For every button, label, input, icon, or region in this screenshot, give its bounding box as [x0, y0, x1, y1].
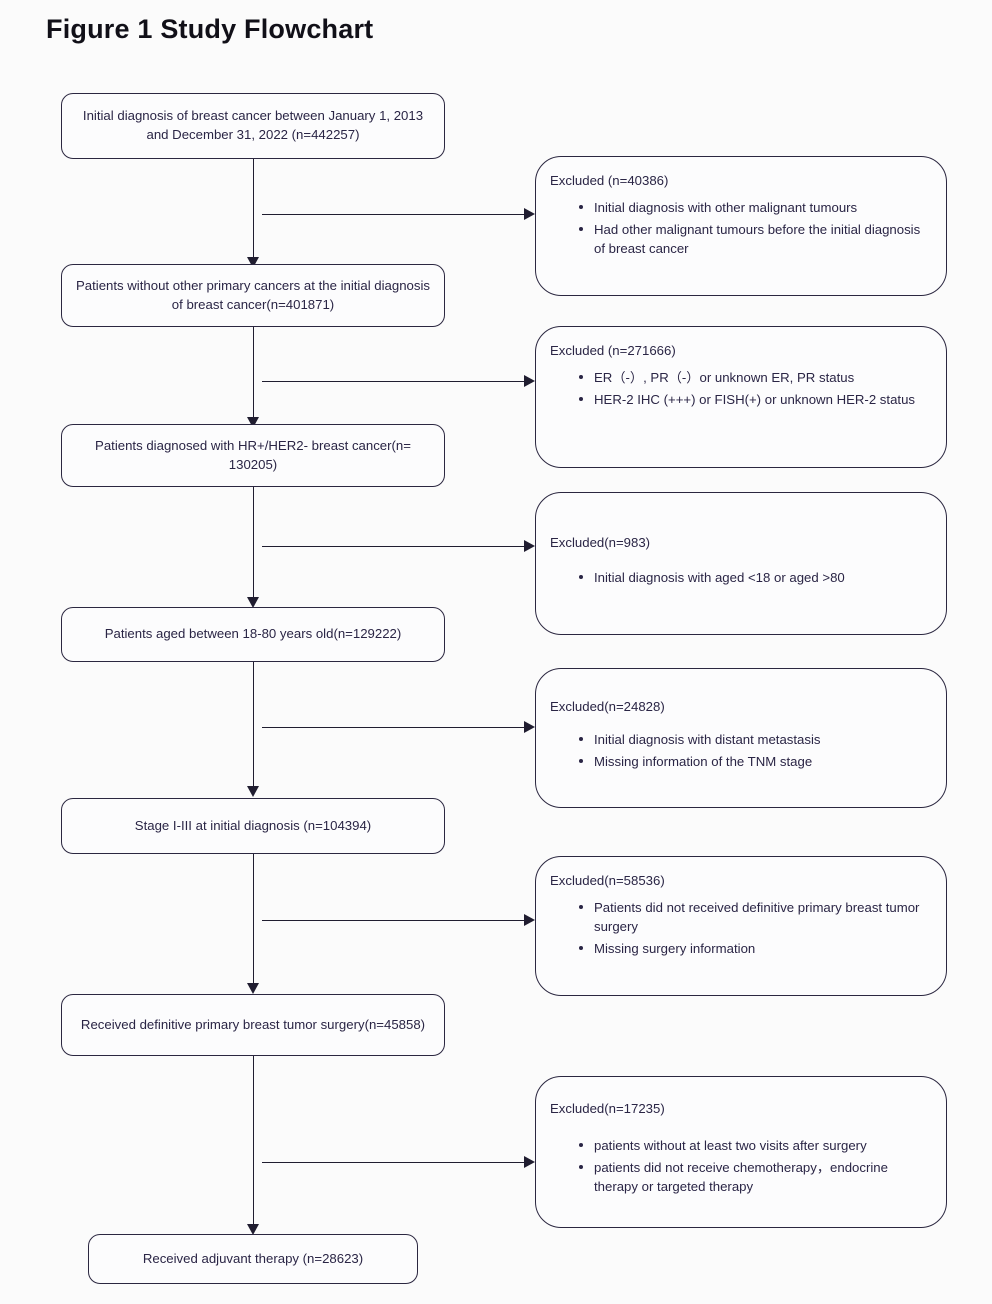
excluded-2-header: Excluded (n=271666): [550, 343, 676, 358]
excluded-other-malignant-tumours[interactable]: Excluded (n=40386) Initial diagnosis wit…: [535, 156, 947, 296]
excluded-receptor-status[interactable]: Excluded (n=271666) ER（-）, PR（-）or unkno…: [535, 326, 947, 468]
arrowhead-excluded-4: [524, 721, 535, 733]
connector-stage-to-surgery: [253, 854, 254, 989]
arrowhead-excluded-1: [524, 208, 535, 220]
excluded-2-reason-list: ER（-）, PR（-）or unknown ER, PR status HER…: [550, 368, 930, 409]
arrowhead-hrher2: [247, 417, 259, 428]
excluded-3-header: Excluded(n=983): [550, 535, 651, 550]
node-no-other-primary-cancers[interactable]: Patients without other primary cancers a…: [61, 264, 445, 327]
node-age-18-80-label: Patients aged between 18-80 years old(n=…: [104, 626, 402, 642]
excluded-age[interactable]: Excluded(n=983) Initial diagnosis with a…: [535, 492, 947, 635]
excluded-6-reason-list: patients without at least two visits aft…: [550, 1136, 930, 1196]
excluded-surgery[interactable]: Excluded(n=58536) Patients did not recei…: [535, 856, 947, 996]
arrowhead-surgery: [247, 983, 259, 994]
arrowhead-noother: [247, 257, 259, 268]
branch-line-excluded-5: [262, 920, 526, 921]
excluded-1-reason-list: Initial diagnosis with other malignant t…: [550, 198, 930, 258]
connector-initial-to-noother: [253, 159, 254, 263]
connector-noother-to-hrher2: [253, 327, 254, 423]
excluded-6-header: Excluded(n=17235): [550, 1101, 665, 1116]
arrowhead-adjuvant: [247, 1224, 259, 1235]
node-initial-diagnosis-label: Initial diagnosis of breast cancer betwe…: [82, 108, 424, 142]
connector-hrher2-to-age: [253, 487, 254, 603]
arrowhead-excluded-2: [524, 375, 535, 387]
node-stage-i-iii[interactable]: Stage I-III at initial diagnosis (n=1043…: [61, 798, 445, 854]
node-no-other-primary-cancers-label: Patients without other primary cancers a…: [75, 277, 431, 312]
arrowhead-excluded-5: [524, 914, 535, 926]
branch-line-excluded-4: [262, 727, 526, 728]
arrowhead-age: [247, 597, 259, 608]
list-item: Had other malignant tumours before the i…: [579, 220, 926, 258]
list-item: patients did not receive chemotherapy，en…: [579, 1158, 926, 1196]
list-item: Patients did not received definitive pri…: [579, 898, 926, 936]
node-received-surgery-label: Received definitive primary breast tumor…: [80, 1016, 426, 1032]
page-title: Figure 1 Study Flowchart: [46, 14, 374, 44]
arrowhead-stage: [247, 786, 259, 797]
excluded-1-header: Excluded (n=40386): [550, 173, 669, 188]
excluded-5-reason-list: Patients did not received definitive pri…: [550, 898, 930, 958]
branch-line-excluded-6: [262, 1162, 526, 1163]
list-item: Initial diagnosis with aged <18 or aged …: [579, 568, 926, 587]
branch-line-excluded-1: [262, 214, 526, 215]
list-item: patients without at least two visits aft…: [579, 1136, 926, 1155]
branch-line-excluded-2: [262, 381, 526, 382]
excluded-4-header: Excluded(n=24828): [550, 699, 665, 714]
excluded-metastasis-tnm[interactable]: Excluded(n=24828) Initial diagnosis with…: [535, 668, 947, 808]
list-item: ER（-）, PR（-）or unknown ER, PR status: [579, 368, 926, 387]
list-item: Missing surgery information: [579, 939, 926, 958]
arrowhead-excluded-3: [524, 540, 535, 552]
node-hr-positive-her2-negative[interactable]: Patients diagnosed with HR+/HER2- breast…: [61, 424, 445, 487]
node-age-18-80[interactable]: Patients aged between 18-80 years old(n=…: [61, 607, 445, 662]
node-stage-i-iii-label: Stage I-III at initial diagnosis (n=1043…: [134, 817, 372, 833]
node-received-adjuvant-therapy-label: Received adjuvant therapy (n=28623): [142, 1250, 364, 1266]
excluded-5-header: Excluded(n=58536): [550, 873, 665, 888]
list-item: Initial diagnosis with other malignant t…: [579, 198, 926, 217]
node-initial-diagnosis[interactable]: Initial diagnosis of breast cancer betwe…: [61, 93, 445, 159]
node-received-adjuvant-therapy[interactable]: Received adjuvant therapy (n=28623): [88, 1234, 418, 1284]
node-received-surgery[interactable]: Received definitive primary breast tumor…: [61, 994, 445, 1056]
connector-surgery-to-adjuvant: [253, 1056, 254, 1230]
branch-line-excluded-3: [262, 546, 526, 547]
excluded-follow-up-therapy[interactable]: Excluded(n=17235) patients without at le…: [535, 1076, 947, 1228]
excluded-4-reason-list: Initial diagnosis with distant metastasi…: [550, 730, 930, 771]
connector-age-to-stage: [253, 662, 254, 792]
excluded-3-reason-list: Initial diagnosis with aged <18 or aged …: [550, 568, 930, 587]
node-hr-positive-her2-negative-label: Patients diagnosed with HR+/HER2- breast…: [95, 437, 411, 472]
arrowhead-excluded-6: [524, 1156, 535, 1168]
list-item: Missing information of the TNM stage: [579, 752, 926, 771]
list-item: HER-2 IHC (+++) or FISH(+) or unknown HE…: [579, 390, 926, 409]
list-item: Initial diagnosis with distant metastasi…: [579, 730, 926, 749]
